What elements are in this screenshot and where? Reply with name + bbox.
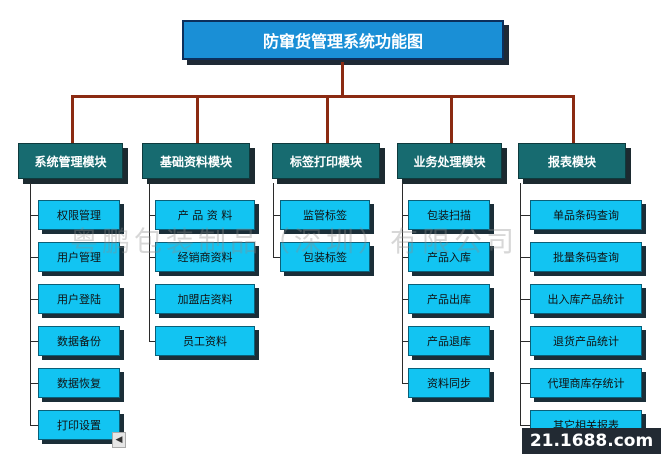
item-box: 包装扫描: [408, 200, 490, 230]
item-tick-5-5: [520, 383, 530, 384]
subtree-line-4: [402, 183, 403, 383]
item-box: 用户管理: [38, 242, 120, 272]
item-tick-1-6: [30, 425, 38, 426]
item-box: 出入库产品统计: [530, 284, 642, 314]
item-tick-1-1: [30, 215, 38, 216]
subtree-line-1: [30, 183, 31, 425]
item-box: 经销商资料: [155, 242, 255, 272]
item-box: 批量条码查询: [530, 242, 642, 272]
module-box-1: 系统管理模块: [18, 143, 123, 179]
scroll-left-arrow[interactable]: ◀: [112, 432, 126, 448]
item-box: 单品条码查询: [530, 200, 642, 230]
connector-module-3: [326, 95, 329, 143]
diagram-title: 防窜货管理系统功能图: [182, 20, 504, 60]
connector-module-5: [572, 95, 575, 143]
item-box: 产品退库: [408, 326, 490, 356]
item-tick-5-4: [520, 341, 530, 342]
module-box-5: 报表模块: [518, 143, 626, 179]
module-box-2: 基础资料模块: [142, 143, 250, 179]
item-tick-4-5: [402, 383, 408, 384]
item-tick-3-2: [273, 257, 280, 258]
subtree-line-2: [149, 183, 150, 341]
item-tick-1-4: [30, 341, 38, 342]
item-tick-1-2: [30, 257, 38, 258]
subtree-line-3: [273, 183, 274, 257]
item-tick-1-5: [30, 383, 38, 384]
item-box: 权限管理: [38, 200, 120, 230]
item-box: 包装标签: [280, 242, 370, 272]
subtree-line-5: [520, 183, 521, 425]
module-box-4: 业务处理模块: [397, 143, 502, 179]
item-tick-3-1: [273, 215, 280, 216]
item-box: 打印设置: [38, 410, 120, 440]
item-tick-4-3: [402, 299, 408, 300]
watermark-text: 粤鹏包装制品（深圳）有限公司: [70, 225, 519, 258]
item-box: 代理商库存统计: [530, 368, 642, 398]
item-tick-1-3: [30, 299, 38, 300]
item-tick-2-2: [149, 257, 155, 258]
item-tick-4-4: [402, 341, 408, 342]
item-box: 用户登陆: [38, 284, 120, 314]
item-box: 退货产品统计: [530, 326, 642, 356]
item-box: 产品入库: [408, 242, 490, 272]
item-box: 数据恢复: [38, 368, 120, 398]
item-box: 监管标签: [280, 200, 370, 230]
item-tick-2-1: [149, 215, 155, 216]
item-tick-2-4: [149, 341, 155, 342]
item-box: 产品出库: [408, 284, 490, 314]
item-box: 员工资料: [155, 326, 255, 356]
item-tick-4-2: [402, 257, 408, 258]
connector-module-4: [449, 95, 453, 143]
item-box: 数据备份: [38, 326, 120, 356]
item-tick-5-6: [520, 425, 530, 426]
module-box-3: 标签打印模块: [272, 143, 380, 179]
item-box: 资料同步: [408, 368, 490, 398]
item-tick-5-1: [520, 215, 530, 216]
item-box: 加盟店资料: [155, 284, 255, 314]
connector-title-down: [341, 62, 344, 95]
connector-bus: [70, 95, 574, 98]
connector-module-2: [196, 95, 199, 143]
item-tick-5-3: [520, 299, 530, 300]
item-tick-4-1: [402, 215, 408, 216]
item-tick-2-3: [149, 299, 155, 300]
item-box: 产 品 资 料: [155, 200, 255, 230]
item-tick-5-2: [520, 257, 530, 258]
connector-module-1: [70, 95, 74, 143]
site-badge: 21.1688.com: [522, 428, 661, 454]
